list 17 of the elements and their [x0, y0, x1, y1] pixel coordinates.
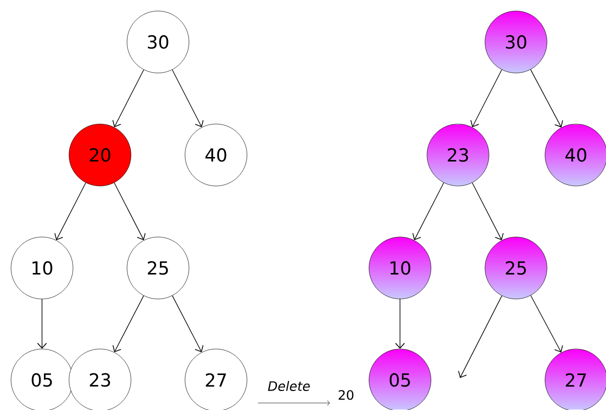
arrow	[470, 69, 502, 128]
arrow	[472, 182, 504, 240]
arrow	[54, 182, 86, 240]
arrow	[530, 69, 564, 128]
operation-label: Delete	[268, 380, 310, 392]
arrow	[412, 182, 444, 240]
node-label: 23	[90, 373, 110, 387]
arrow	[112, 295, 144, 352]
arrow	[395, 298, 405, 349]
arrow	[37, 298, 47, 349]
arrow	[458, 295, 502, 378]
arrow	[172, 295, 204, 352]
arrow	[172, 69, 204, 128]
arrow	[530, 295, 563, 352]
value-label: 20	[338, 390, 354, 400]
arrow	[112, 69, 144, 128]
arrow	[114, 182, 146, 240]
